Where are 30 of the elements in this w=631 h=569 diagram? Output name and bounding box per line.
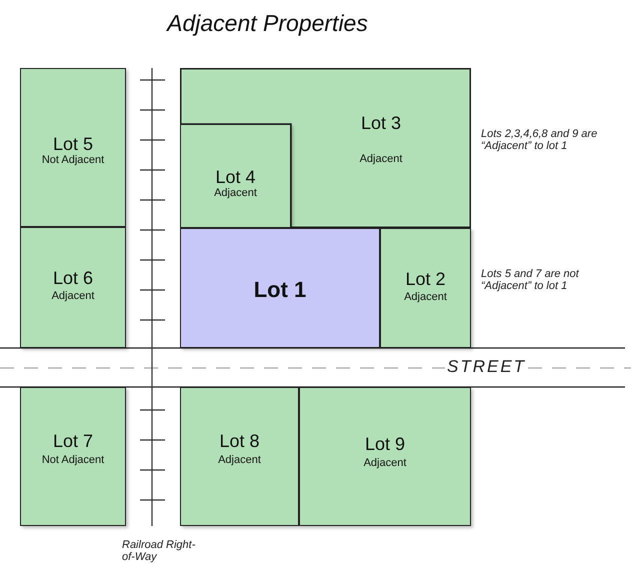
lot-parcel — [180, 124, 291, 228]
title: Adjacent Properties — [165, 10, 369, 37]
lot-parcel — [380, 228, 471, 348]
lot-parcel — [299, 387, 471, 526]
lot-number: Lot 7 — [52, 431, 94, 452]
lot-number: Lot 8 — [218, 431, 261, 452]
note: Lots 2,3,4,6,8 and 9 are “Adjacent” to lot 1 — [481, 128, 598, 152]
lot-number: Lot 9 — [364, 434, 406, 455]
lot-parcel — [180, 68, 471, 228]
adjacency-status: Adjacent — [213, 187, 258, 199]
lot-parcel — [20, 387, 126, 526]
lot-parcel — [180, 387, 299, 526]
lot-number: Lot 4 — [214, 167, 257, 188]
railroad-label: Railroad Right-of-Way — [122, 539, 196, 563]
adjacency-status: Adjacent — [403, 291, 448, 303]
lot-number: Lot 3 — [360, 113, 402, 134]
adjacency-status: Adjacent — [50, 290, 96, 302]
lot-number: Lot 1 — [252, 277, 308, 303]
lot-number: Lot 2 — [404, 269, 447, 290]
subject-lot-parcel — [180, 228, 380, 348]
adjacency-status: Not Adjacent — [40, 154, 106, 166]
lot-parcel — [20, 68, 126, 227]
adjacency-status: Adjacent — [362, 457, 408, 469]
adjacency-status: Not Adjacent — [40, 454, 106, 466]
adjacency-status: Adjacent — [217, 454, 262, 466]
lot-number: Lot 6 — [52, 268, 94, 289]
lot-number: Lot 5 — [52, 134, 94, 155]
note: Lots 5 and 7 are not “Adjacent” to lot 1 — [481, 268, 580, 292]
adjacency-status: Adjacent — [358, 153, 404, 165]
lot-parcel — [20, 227, 126, 348]
